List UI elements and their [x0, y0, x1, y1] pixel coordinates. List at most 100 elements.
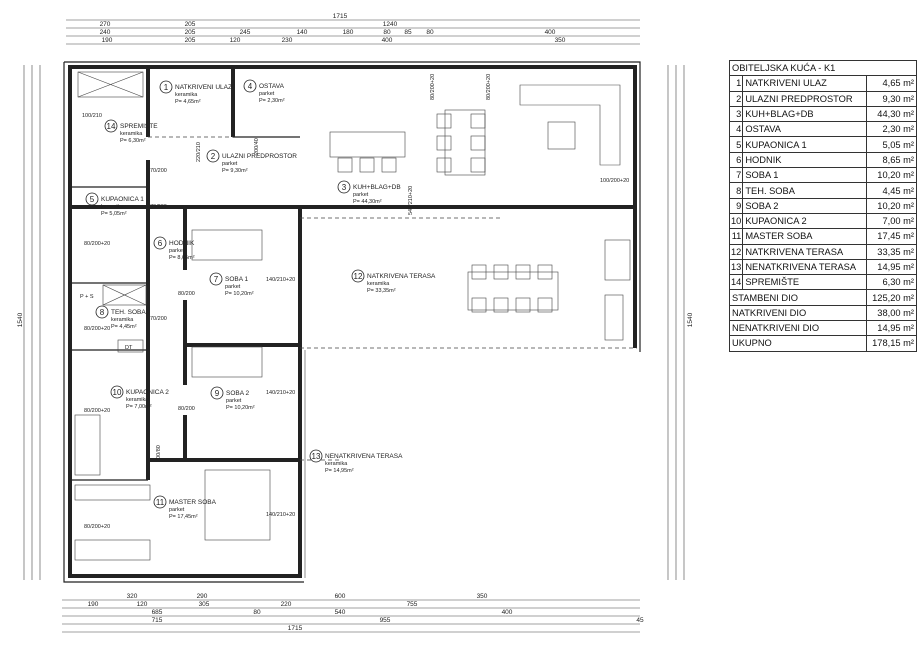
room-area: P= 4,45m²	[111, 324, 137, 330]
room-number: 7	[214, 275, 219, 284]
dim-label: 600	[335, 593, 346, 600]
room-number-circle	[159, 80, 173, 94]
dim-label: 400	[502, 609, 513, 616]
room-area: P= 2,30m²	[259, 98, 285, 104]
row-area: 17,45 m²	[865, 228, 918, 245]
dim-label: 205	[185, 37, 196, 44]
door-label: 100/210	[82, 113, 102, 119]
dim-label: 1540	[17, 312, 24, 327]
row-name: NENATKRIVENA TERASA	[742, 258, 867, 276]
room-name: NATKRIVENA TERASA	[367, 273, 436, 280]
room-name: SOBA 1	[225, 276, 249, 283]
total-area: 125,20 m²	[865, 289, 918, 306]
row-area: 33,35 m²	[865, 243, 918, 260]
door-label: 80/200+20	[84, 524, 110, 530]
room-floor: keramika	[111, 317, 134, 323]
furniture	[74, 71, 631, 561]
door-label: 140/210+20	[266, 390, 295, 396]
dim-label: 1240	[383, 21, 398, 28]
total-name: NATKRIVENI DIO	[729, 304, 867, 322]
door-label: 540/210+20	[408, 186, 414, 215]
row-name: SOBA 1	[742, 167, 867, 184]
room-number: 1	[164, 83, 169, 92]
row-number: 4	[728, 121, 744, 138]
dim-label: 350	[477, 593, 488, 600]
row-number: 10	[728, 212, 744, 230]
dim-label: 80	[426, 29, 434, 36]
room-area: P= 9,30m²	[222, 168, 248, 174]
dim-label: 120	[230, 37, 241, 44]
row-area: 8,65 m²	[865, 151, 918, 169]
room-number-circle	[337, 180, 351, 194]
room-number-circle	[210, 386, 224, 400]
total-name: NENATKRIVENI DIO	[729, 320, 867, 337]
dim-label: 270	[100, 21, 111, 28]
row-name: SOBA 2	[742, 197, 867, 214]
room-floor: keramika	[101, 204, 124, 210]
room-name: KUH+BLAG+DB	[353, 184, 401, 191]
row-name: OSTAVA	[742, 121, 867, 138]
row-name: ULAZNI PREDPROSTOR	[742, 90, 867, 107]
row-area: 7,00 m²	[865, 212, 918, 230]
dim-label: 80	[253, 609, 261, 616]
room-number: 5	[90, 195, 95, 204]
dim-label: 220	[281, 601, 292, 608]
room-number: 10	[113, 388, 122, 397]
dim-label: 190	[88, 601, 99, 608]
dim-label: 350	[555, 37, 566, 44]
room-name: SPREMIŠTE	[120, 121, 158, 130]
room-area: P= 8,65m²	[169, 255, 195, 261]
dim-label: 230	[282, 37, 293, 44]
room-number: 12	[354, 272, 363, 281]
room-area: P= 14,95m²	[325, 468, 354, 474]
door-label: 200/80	[156, 445, 162, 462]
door-label: 80/200+20	[486, 74, 492, 100]
row-area: 10,20 m²	[865, 197, 918, 214]
dim-label: 180	[343, 29, 354, 36]
dim-label: 955	[380, 617, 391, 624]
row-area: 4,65 m²	[865, 75, 918, 92]
dim-label: 205	[185, 29, 196, 36]
room-name: SOBA 2	[226, 390, 250, 397]
total-area: 14,95 m²	[865, 320, 918, 337]
row-number: 11	[728, 228, 744, 245]
room-number-circle	[153, 236, 167, 250]
dim-label: 245	[240, 29, 251, 36]
row-name: NATKRIVENI ULAZ	[742, 75, 867, 92]
side-dimensions: 1540 1540	[17, 65, 694, 580]
room-area: P= 10,20m²	[226, 405, 255, 411]
dim-label: 45	[636, 617, 644, 624]
room-area: P= 10,20m²	[225, 291, 254, 297]
room-number: 11	[156, 498, 165, 507]
row-name: TEH. SOBA	[742, 182, 867, 199]
room-number-circle	[110, 385, 124, 399]
room-name: OSTAVA	[259, 83, 285, 90]
door-label: 80/200+20	[84, 408, 110, 414]
door-label: 220/210	[196, 142, 202, 162]
dim-label: 715	[152, 617, 163, 624]
walls	[63, 61, 641, 583]
row-name: MASTER SOBA	[742, 228, 867, 245]
room-floor: parket	[222, 161, 238, 167]
door-label: 80/200+20	[84, 326, 110, 332]
row-name: KUH+BLAG+DB	[742, 105, 867, 123]
total-area: 38,00 m²	[865, 304, 918, 322]
room-area: P= 7,00m²	[126, 404, 152, 410]
room-floor: parket	[169, 248, 185, 254]
room-number-circle	[243, 79, 257, 93]
